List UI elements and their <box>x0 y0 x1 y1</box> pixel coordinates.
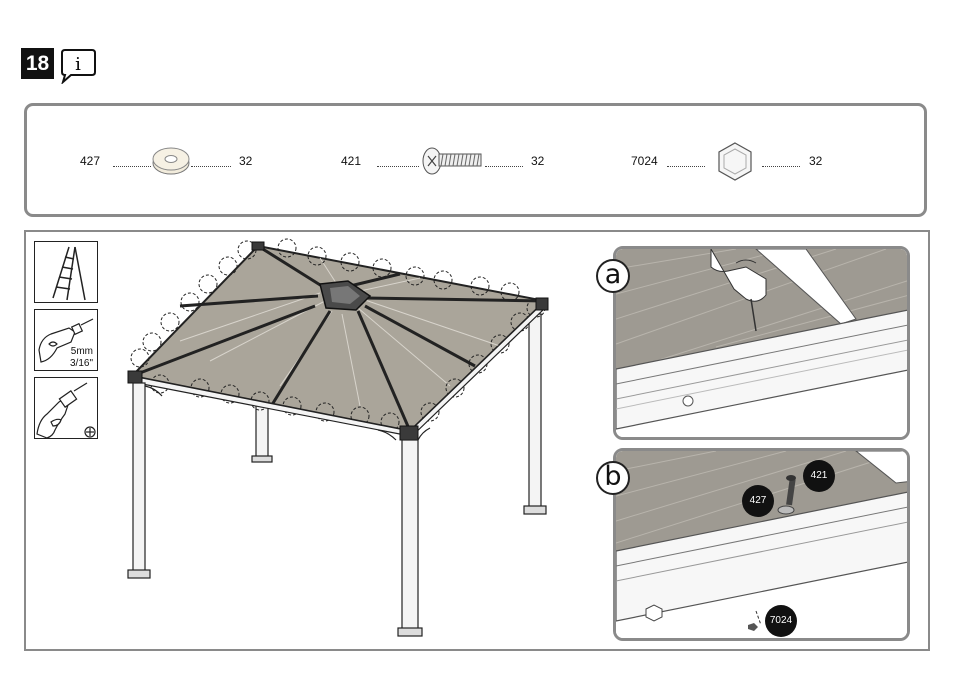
part-code-427: 427 <box>80 154 100 168</box>
leader-dots <box>762 166 800 167</box>
part-code-421: 421 <box>341 154 361 168</box>
part-qty-427: 32 <box>239 154 252 168</box>
leader-dots <box>667 166 705 167</box>
leader-dots <box>485 166 523 167</box>
detail-a-label: a <box>596 259 630 293</box>
tool-screwdriver <box>34 377 98 439</box>
phillips-icon <box>85 427 95 437</box>
gazebo-roof <box>132 246 545 431</box>
front-left-post <box>133 383 145 573</box>
front-right-post <box>402 440 418 632</box>
part-qty-421: 32 <box>531 154 544 168</box>
drill-bit-size-imperial: 3/16" <box>70 358 93 369</box>
callout-7024: 7024 <box>765 605 797 637</box>
leader-dots <box>191 166 231 167</box>
cap-nut-icon <box>715 140 755 184</box>
part-qty-7024: 32 <box>809 154 822 168</box>
back-left-post <box>256 404 268 460</box>
info-speech-bubble-icon: i <box>59 46 97 84</box>
svg-text:i: i <box>75 54 81 75</box>
tool-ladder <box>34 241 98 303</box>
installed-cap-nut-icon <box>646 605 662 621</box>
step-number-badge: 18 <box>21 48 54 79</box>
washer-icon <box>149 144 193 178</box>
part-code-7024: 7024 <box>631 154 658 168</box>
callout-421: 421 <box>803 460 835 492</box>
tool-drill: 5mm 3/16" <box>34 309 98 371</box>
drill-bit-size: 5mm <box>71 346 93 357</box>
leader-dots <box>377 166 419 167</box>
detail-b-panel <box>613 448 910 641</box>
screw-icon <box>419 144 483 178</box>
gazebo-illustration <box>120 236 560 641</box>
parts-list-panel: 427 32 421 32 7024 32 <box>24 103 927 217</box>
detail-a-illustration <box>616 249 910 440</box>
screwdriver-icon <box>35 378 99 440</box>
ladder-icon <box>35 242 99 304</box>
detail-b-label: b <box>596 461 630 495</box>
callout-427: 427 <box>742 485 774 517</box>
back-right-post <box>529 314 541 510</box>
detail-b-illustration <box>616 451 910 641</box>
detail-a-panel <box>613 246 910 440</box>
leader-dots <box>113 166 151 167</box>
